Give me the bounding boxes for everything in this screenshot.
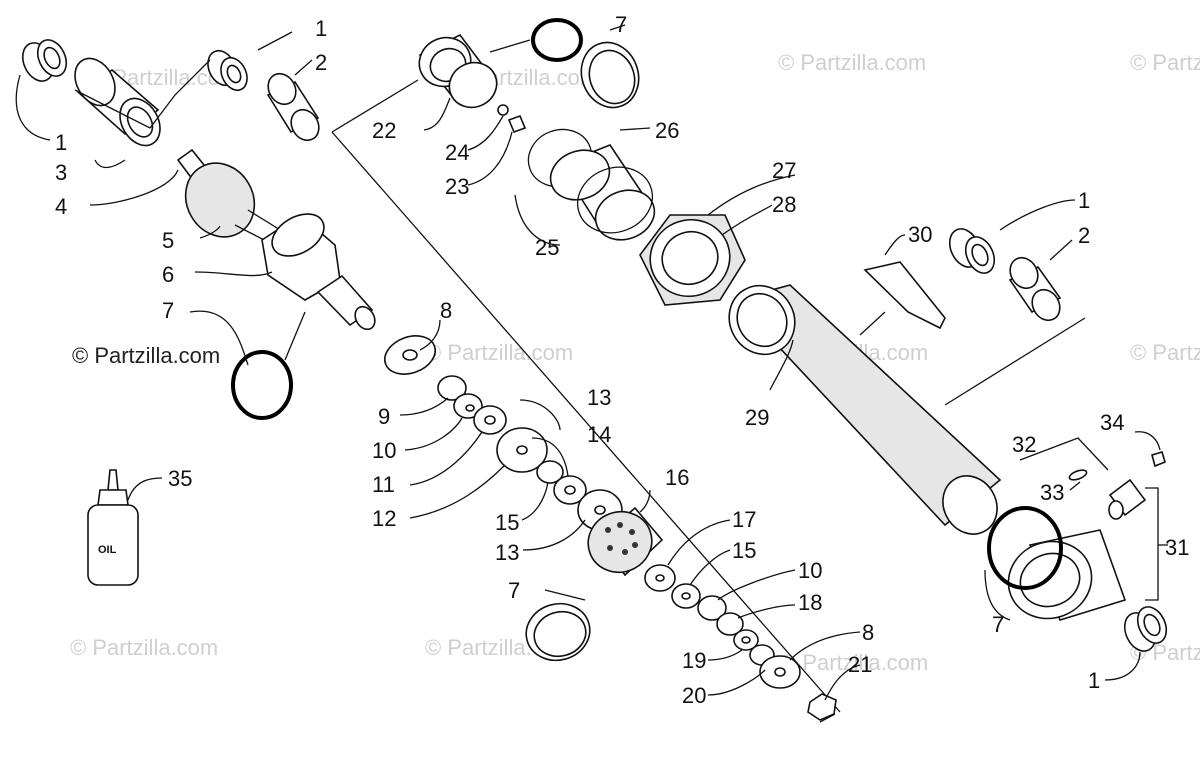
part-sleeve [266, 72, 320, 142]
callout: 1 [55, 130, 67, 155]
part-sleeve [1008, 256, 1062, 322]
callout: 32 [1012, 432, 1036, 457]
callout: 16 [665, 465, 689, 490]
callout: 1 [1078, 188, 1090, 213]
callout: 20 [682, 683, 706, 708]
oil-bottle-label: OIL [98, 544, 117, 556]
callout: 8 [440, 298, 452, 323]
watermark: © Partzilla.com [425, 340, 573, 365]
part-valve-fitting [1108, 478, 1147, 520]
spring-adjuster-nut [639, 174, 796, 306]
part-valve [507, 114, 527, 134]
part-bushing [207, 49, 248, 92]
callout: 7 [162, 298, 174, 323]
callout-labels: 1 2 1 3 4 5 6 7 7 22 24 23 26 25 27 28 8… [55, 12, 1189, 708]
part-shim [437, 375, 467, 401]
callout: 27 [772, 158, 796, 183]
callout: 7 [992, 612, 1004, 637]
part-o-ring [531, 18, 583, 62]
part-piston [587, 506, 664, 577]
callout: 13 [495, 540, 519, 565]
part-rod-eyelet [176, 148, 291, 249]
watermark: © Partzilla.com [70, 635, 218, 660]
callout: 14 [587, 422, 611, 447]
callout: 13 [587, 385, 611, 410]
callout: 11 [372, 472, 395, 497]
part-nut [807, 693, 837, 721]
part-snap-ring [497, 104, 509, 116]
watermark-layer: © Partzilla.com © Partzilla.com © Partzi… [70, 50, 1200, 675]
leader-line [331, 131, 841, 713]
watermark-prominent: © Partzilla.com [72, 343, 220, 368]
part-shim [536, 460, 564, 484]
callout: 34 [1100, 410, 1124, 435]
callout: 21 [848, 652, 872, 677]
valve-stack-group [384, 319, 861, 721]
callout: 6 [162, 262, 174, 287]
callout: 15 [495, 510, 519, 535]
lower-rod-end-group [984, 431, 1168, 681]
part-bushing [21, 39, 68, 82]
part-screw [1151, 451, 1166, 468]
part-bumper [863, 261, 946, 330]
callout: 1 [315, 16, 327, 41]
callout: 7 [615, 12, 627, 37]
callout: 10 [798, 558, 822, 583]
callout: 26 [655, 118, 679, 143]
callout: 30 [908, 222, 932, 247]
part-bearing-housing [74, 57, 161, 147]
part-shim [697, 595, 727, 621]
callout: 22 [372, 118, 396, 143]
callout: 25 [535, 235, 559, 260]
callout: 18 [798, 590, 822, 615]
callout: 2 [1078, 223, 1090, 248]
callout: 10 [372, 438, 396, 463]
upper-rod-end-group [15, 31, 376, 420]
part-bushing [1123, 606, 1168, 652]
callout: 5 [162, 228, 174, 253]
callout: 7 [508, 578, 520, 603]
callout: 8 [862, 620, 874, 645]
callout: 23 [445, 174, 469, 199]
callout: 17 [732, 507, 756, 532]
callout: 15 [732, 538, 756, 563]
callout: 33 [1040, 480, 1064, 505]
part-floating-piston [527, 128, 656, 241]
watermark: © Partzilla.com [1130, 50, 1200, 75]
part-wear-band [580, 41, 640, 109]
reservoir-cap-group [418, 18, 656, 246]
callout: 28 [772, 192, 796, 217]
watermark: © Partzilla.com [1130, 340, 1200, 365]
leader-line [331, 79, 419, 133]
part-o-ring [987, 506, 1063, 590]
watermark: © Partzilla.com [778, 50, 926, 75]
part-damper-body [728, 284, 1002, 535]
callout: 3 [55, 160, 67, 185]
right-upper-group [859, 199, 1086, 406]
part-wear-band [525, 602, 591, 662]
part-o-ring [231, 350, 293, 420]
callout: 2 [315, 50, 327, 75]
callout: 9 [378, 404, 390, 429]
oil-bottle: OIL [87, 469, 163, 586]
callout: 4 [55, 194, 67, 219]
callout: 29 [745, 405, 769, 430]
part-piston-shaft [261, 213, 376, 331]
part-o-ring-small [1068, 469, 1088, 481]
part-bushing [948, 228, 996, 274]
callout: 31 [1165, 535, 1189, 560]
part-shim [716, 612, 744, 636]
callout: 1 [1088, 668, 1100, 693]
callout: 24 [445, 140, 469, 165]
callout: 12 [372, 506, 396, 531]
callout: 35 [168, 466, 192, 491]
callout: 19 [682, 648, 706, 673]
